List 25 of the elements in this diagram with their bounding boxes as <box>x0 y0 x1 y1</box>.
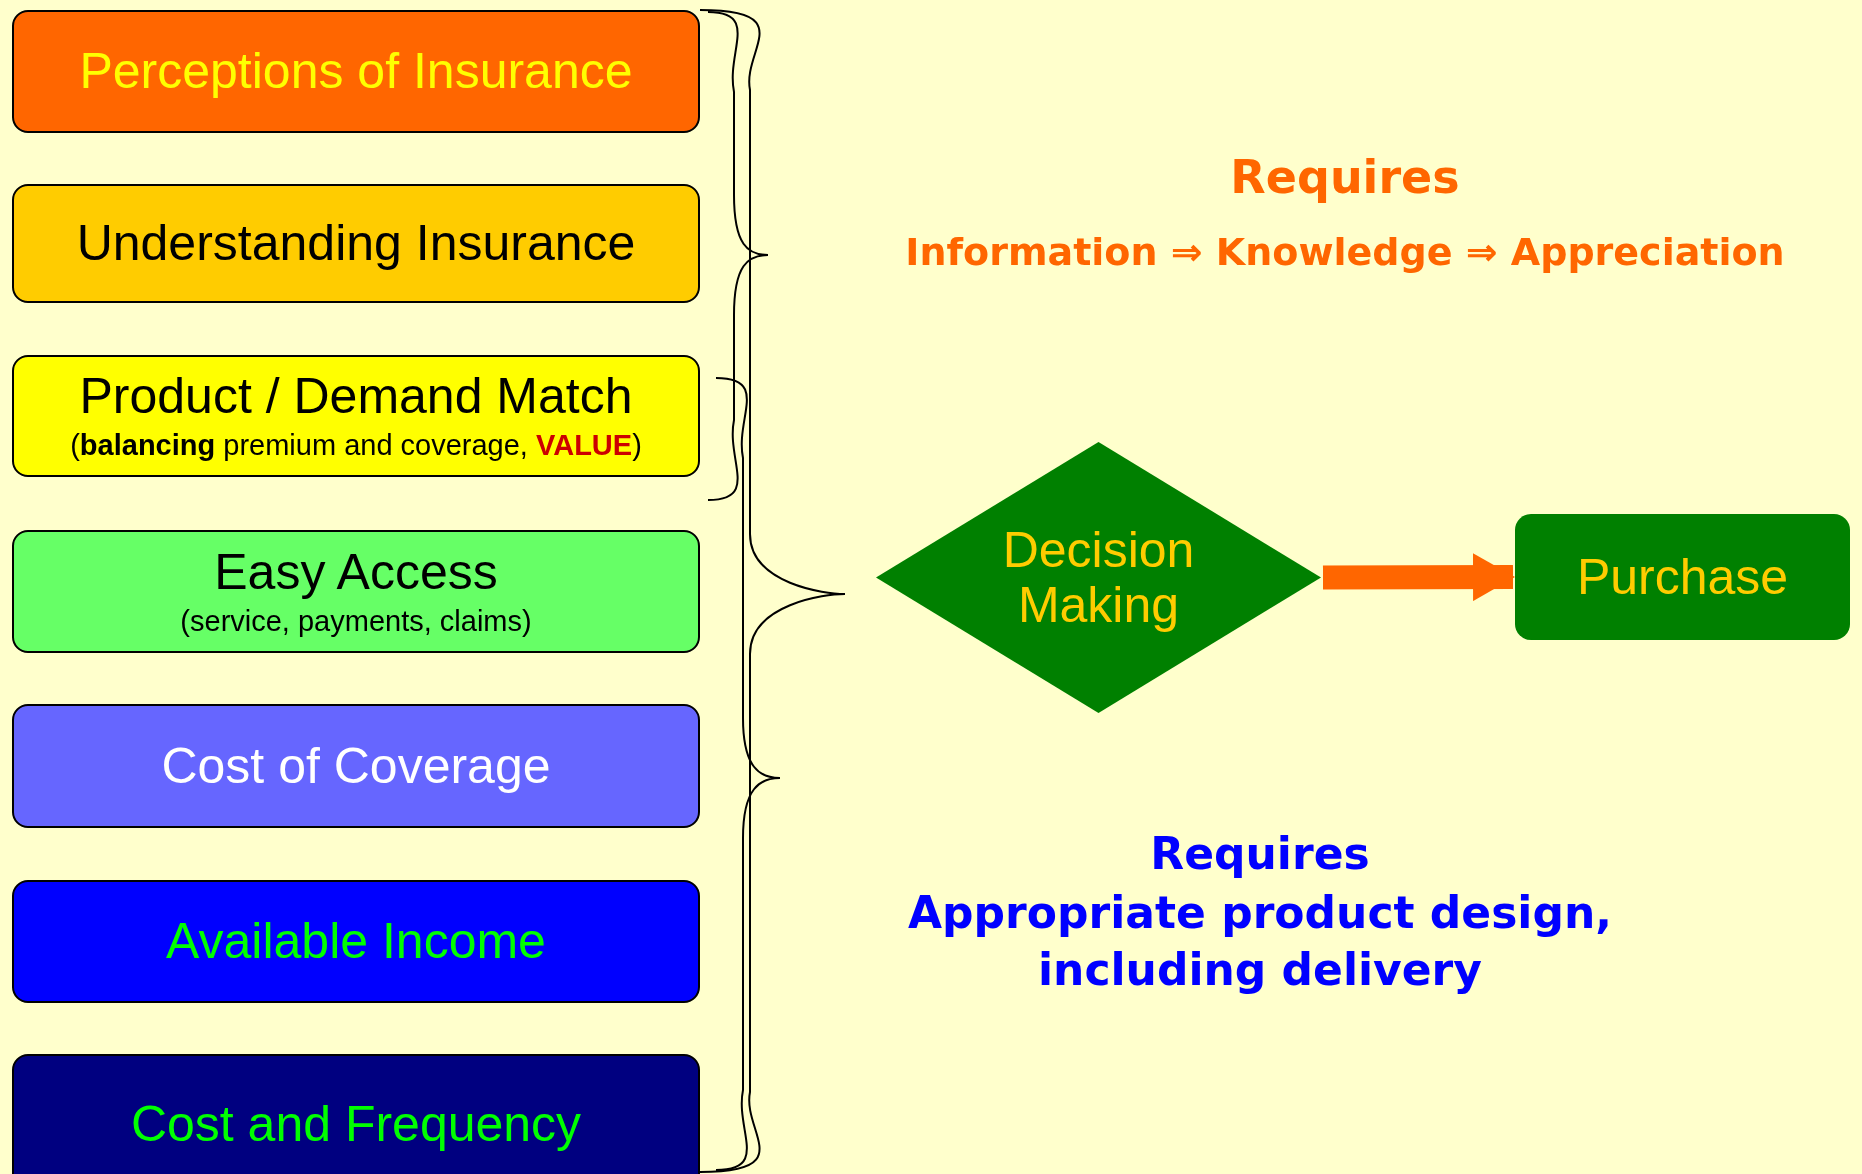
box-title: Available Income <box>166 914 546 969</box>
note-text: Information ⇒ Knowledge ⇒ Appreciation <box>904 230 1786 274</box>
note-text: Requires <box>1229 150 1461 204</box>
note-text: Requires <box>1149 828 1371 879</box>
process-box <box>1515 514 1850 640</box>
box-title: Cost of Coverage <box>161 738 551 794</box>
decision-diamond <box>876 442 1321 713</box>
process-box <box>12 880 700 1003</box>
process-box <box>12 1054 700 1174</box>
process-box <box>12 355 700 477</box>
box-subtitle: (balancing premium and coverage, VALUE) <box>70 428 642 463</box>
process-box <box>12 184 700 303</box>
box-title: Purchase <box>1576 549 1789 605</box>
box-subtitle: (service, payments, claims) <box>180 603 532 639</box>
arrow <box>1322 553 1515 602</box>
box-title: Easy Access <box>214 544 498 600</box>
process-box <box>12 530 700 653</box>
box-title: Decision Making <box>1001 522 1196 633</box>
box-title: Understanding Insurance <box>76 216 636 271</box>
note-text: Appropriate product design, including delivery <box>907 886 1613 998</box>
box-title: Product / Demand Match <box>79 369 633 425</box>
process-box <box>12 704 700 828</box>
box-title: Perceptions of Insurance <box>79 44 633 99</box>
box-title: Cost and Frequency <box>130 1096 582 1152</box>
process-box <box>12 10 700 133</box>
